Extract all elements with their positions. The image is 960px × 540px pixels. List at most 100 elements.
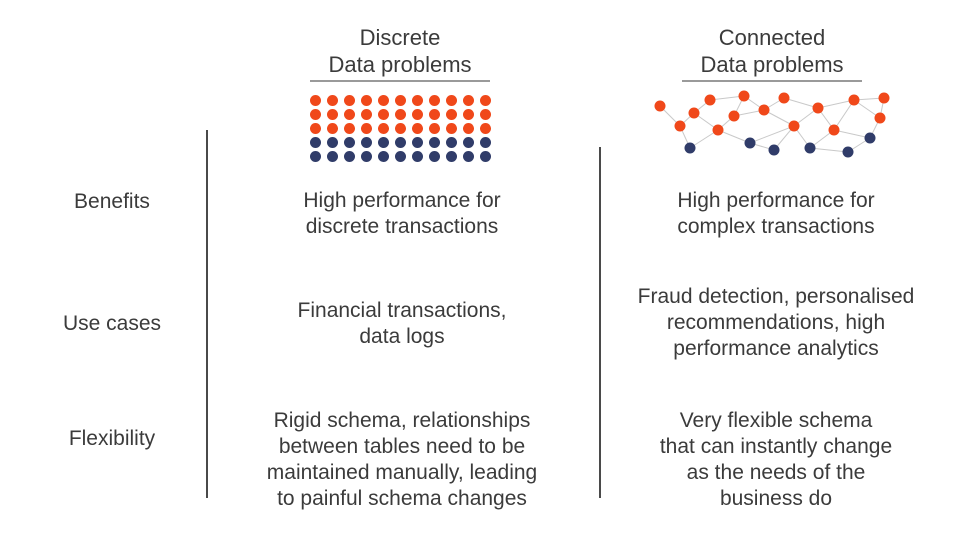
network-edge (717, 129, 751, 144)
orange-network-node (688, 107, 700, 119)
orange-dot (463, 95, 474, 106)
dot-row (310, 137, 491, 148)
navy-dot (463, 151, 474, 162)
connected-network-illustration (654, 90, 890, 158)
label-column-divider (206, 130, 208, 498)
network-edge (809, 147, 849, 153)
row-label-use-cases: Use cases (62, 312, 162, 335)
navy-network-node (744, 137, 756, 149)
cell-use-cases-discrete: Financial transactions, data logs (297, 299, 507, 348)
row-label-flexibility: Flexibility (68, 427, 156, 450)
orange-dot (446, 95, 457, 106)
orange-dot (310, 123, 321, 134)
navy-dot (344, 151, 355, 162)
cell-use-cases-connected: Fraud detection, personalised recommenda… (637, 285, 915, 360)
center-column-divider (599, 147, 601, 498)
orange-dot (395, 95, 406, 106)
orange-network-node (728, 110, 740, 122)
navy-dot (429, 137, 440, 148)
navy-dot (412, 151, 423, 162)
navy-dot (480, 151, 491, 162)
orange-network-node (758, 104, 770, 116)
orange-network-node (712, 124, 724, 136)
orange-dot (429, 109, 440, 120)
discrete-header-underline (310, 80, 490, 82)
orange-dot (378, 109, 389, 120)
row-label-benefits: Benefits (74, 190, 150, 213)
navy-dot (446, 137, 457, 148)
dot-row (310, 95, 491, 106)
column-title-connected: Connected Data problems (700, 25, 844, 77)
orange-dot (429, 95, 440, 106)
orange-dot (378, 95, 389, 106)
network-edge (783, 97, 819, 109)
orange-dot (310, 109, 321, 120)
navy-dot (327, 151, 338, 162)
orange-dot (412, 95, 423, 106)
dot-row (310, 123, 491, 134)
orange-network-node (674, 120, 686, 132)
connected-header-underline (682, 80, 862, 82)
cell-flexibility-discrete: Rigid schema, relationships between tabl… (266, 409, 538, 510)
network-edge (689, 129, 719, 149)
cell-flexibility-connected: Very flexible schema that can instantly … (659, 409, 893, 510)
orange-network-node (848, 94, 860, 106)
navy-dot (378, 151, 389, 162)
orange-dot (378, 123, 389, 134)
navy-dot (361, 137, 372, 148)
orange-network-node (878, 92, 890, 104)
cell-benefits-connected: High performance for complex transaction… (677, 189, 875, 238)
navy-dot (310, 137, 321, 148)
orange-dot (361, 109, 372, 120)
navy-dot (395, 151, 406, 162)
network-edge (833, 99, 855, 131)
orange-network-node (874, 112, 886, 124)
cell-benefits-discrete: High performance for discrete transactio… (303, 189, 501, 238)
navy-dot (429, 151, 440, 162)
navy-dot (412, 137, 423, 148)
orange-dot (327, 95, 338, 106)
orange-network-node (704, 94, 716, 106)
orange-dot (395, 109, 406, 120)
orange-dot (395, 123, 406, 134)
navy-dot (378, 137, 389, 148)
network-edge (817, 99, 855, 109)
network-edge (749, 125, 795, 144)
orange-dot (463, 123, 474, 134)
orange-dot (361, 123, 372, 134)
navy-dot (395, 137, 406, 148)
discrete-dot-grid-illustration (310, 95, 491, 162)
navy-dot (463, 137, 474, 148)
orange-dot (480, 95, 491, 106)
navy-network-node (864, 132, 876, 144)
navy-network-node (684, 142, 696, 154)
navy-dot (446, 151, 457, 162)
orange-dot (327, 109, 338, 120)
navy-network-node (842, 146, 854, 158)
navy-dot (310, 151, 321, 162)
dot-row (310, 109, 491, 120)
column-title-discrete: Discrete Data problems (328, 25, 472, 77)
orange-dot (344, 95, 355, 106)
navy-network-node (768, 144, 780, 156)
network-edge (709, 95, 745, 101)
orange-dot (412, 109, 423, 120)
navy-dot (480, 137, 491, 148)
orange-dot (412, 123, 423, 134)
orange-dot (310, 95, 321, 106)
orange-dot (446, 123, 457, 134)
dot-row (310, 151, 491, 162)
orange-dot (327, 123, 338, 134)
orange-dot (361, 95, 372, 106)
orange-network-node (778, 92, 790, 104)
orange-dot (446, 109, 457, 120)
navy-dot (344, 137, 355, 148)
orange-network-node (738, 90, 750, 102)
network-edge (763, 109, 795, 127)
network-edge (833, 129, 871, 139)
navy-network-node (804, 142, 816, 154)
orange-network-node (788, 120, 800, 132)
orange-dot (480, 109, 491, 120)
orange-network-node (812, 102, 824, 114)
